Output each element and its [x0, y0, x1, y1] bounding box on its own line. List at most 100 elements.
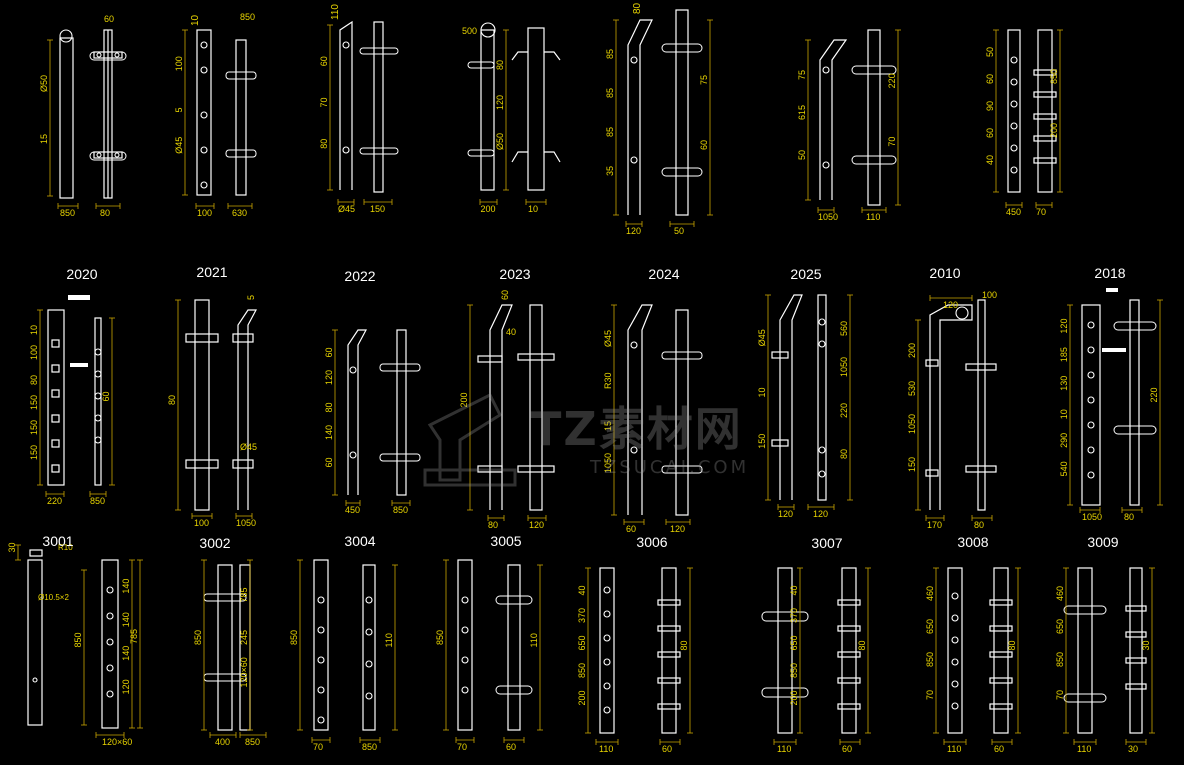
dimension-label: 650	[1055, 619, 1065, 634]
bracket-clamp	[657, 599, 681, 606]
dimension-label: Ø45	[338, 204, 355, 214]
bracket-clamp	[989, 651, 1013, 658]
dimension-label: 60	[506, 742, 516, 752]
dimension-label: 1050	[818, 212, 838, 222]
bolt-hole	[1010, 56, 1018, 64]
dimension-label: 120	[529, 520, 544, 530]
code-2018: 2018	[1094, 265, 1126, 281]
dimension-label: 80	[324, 402, 334, 412]
dimension-label: 460	[925, 586, 935, 601]
bolt-hole	[603, 634, 611, 642]
bolt-hole	[603, 610, 611, 618]
dimension-label: 650	[789, 635, 799, 650]
bolt-hole	[603, 682, 611, 690]
bracket-clamp	[837, 625, 861, 632]
dimension-label: 70	[887, 137, 897, 147]
dimension-label: 60	[101, 391, 111, 401]
dimension-label: 560	[839, 321, 849, 336]
dimension-label: 100	[197, 208, 212, 218]
dimension-label: 60	[324, 457, 334, 467]
dimension-texts: Ø501585060801005Ø4510100850630607080110Ø…	[7, 2, 1159, 754]
dimension-label: 120	[324, 370, 334, 385]
bolt-hole	[822, 66, 830, 74]
dimension-label: Ø10.5×2	[38, 593, 69, 602]
dimension-label: 290	[1059, 433, 1069, 448]
post-tube	[947, 567, 963, 734]
bolt-hole	[1087, 346, 1095, 354]
bracket-clamp	[837, 599, 861, 606]
dimension-label: 140	[121, 579, 131, 594]
post-tube	[1081, 304, 1101, 506]
dimension-label: 60	[662, 744, 672, 754]
post-tube	[867, 29, 881, 206]
post-tube	[507, 564, 521, 731]
dimension-label: 850	[362, 742, 377, 752]
dimension-label: 10	[528, 204, 538, 214]
bolt-hole	[951, 614, 959, 622]
dimension-label: 450	[345, 505, 360, 515]
post-tube	[1077, 567, 1093, 734]
post-tube	[993, 567, 1009, 734]
dimension-label: 850	[245, 737, 260, 747]
bolt-hole	[818, 340, 826, 348]
bolt-hole	[349, 451, 357, 459]
dimension-label: 110	[777, 744, 791, 754]
dimension-label: 30	[1141, 640, 1151, 650]
dimension-label: 60	[626, 524, 636, 534]
bracket-clamp	[379, 453, 421, 462]
bracket-clamp	[1063, 605, 1107, 615]
dimension-label: 200	[459, 392, 469, 407]
post-outline	[339, 20, 353, 190]
bracket-clamp	[837, 677, 861, 684]
dimension-label: 80	[632, 2, 643, 14]
dimension-label: 1050	[1082, 512, 1102, 522]
post-cap	[29, 549, 43, 557]
dimension-label: R30	[603, 372, 613, 389]
bracket-clamp	[89, 151, 127, 161]
bracket-clamp	[657, 625, 681, 632]
dimension-label: 110	[330, 4, 341, 20]
dimension-label: 370	[789, 608, 799, 623]
bolt-hole	[1087, 471, 1095, 479]
dimension-label: 70	[457, 742, 467, 752]
bracket-clamp	[1113, 425, 1157, 435]
post-tube	[457, 559, 473, 731]
bracket-clamp	[661, 43, 703, 53]
bracket-clamp	[359, 147, 399, 155]
bolt-hole	[365, 628, 373, 636]
dimension-label: 15	[39, 134, 49, 144]
dimension-label: 60	[319, 56, 329, 66]
dimension-label: 1050	[236, 518, 256, 528]
bracket-clamp	[989, 599, 1013, 606]
dimension-label: Ø45	[757, 329, 767, 346]
dimension-label: 80	[857, 640, 867, 650]
dimension-label: 850	[240, 12, 255, 22]
dimension-lines	[15, 19, 1163, 745]
post-outline	[237, 309, 257, 510]
dimension-label: 80	[488, 520, 498, 530]
dimension-label: 40	[985, 155, 995, 165]
dimension-label: 120	[943, 300, 958, 310]
dimension-label: 70	[319, 97, 329, 107]
bolt-hole	[200, 41, 208, 49]
bolt-hole	[603, 658, 611, 666]
dimension-label: 60	[104, 14, 114, 24]
bracket-clamp	[771, 351, 789, 359]
bolt-hole	[1087, 396, 1095, 404]
code-2024: 2024	[648, 266, 680, 282]
dimension-label: 120	[670, 524, 685, 534]
dimension-label: 170	[927, 520, 942, 530]
bracket-clamp	[1033, 157, 1057, 164]
post-tube	[217, 564, 233, 731]
dimension-label: 110	[866, 212, 880, 222]
dimension-label: 80	[974, 520, 984, 530]
post-outline	[779, 294, 803, 500]
dimension-label: 100	[194, 518, 209, 528]
dimension-label: 75	[699, 75, 709, 85]
bolt-hole	[200, 111, 208, 119]
bracket-clamp	[225, 71, 257, 80]
bolt-hole	[822, 161, 830, 169]
bracket-clamp	[851, 155, 897, 165]
dimension-label: 80	[679, 640, 689, 650]
dimension-label: 10	[1059, 409, 1069, 419]
